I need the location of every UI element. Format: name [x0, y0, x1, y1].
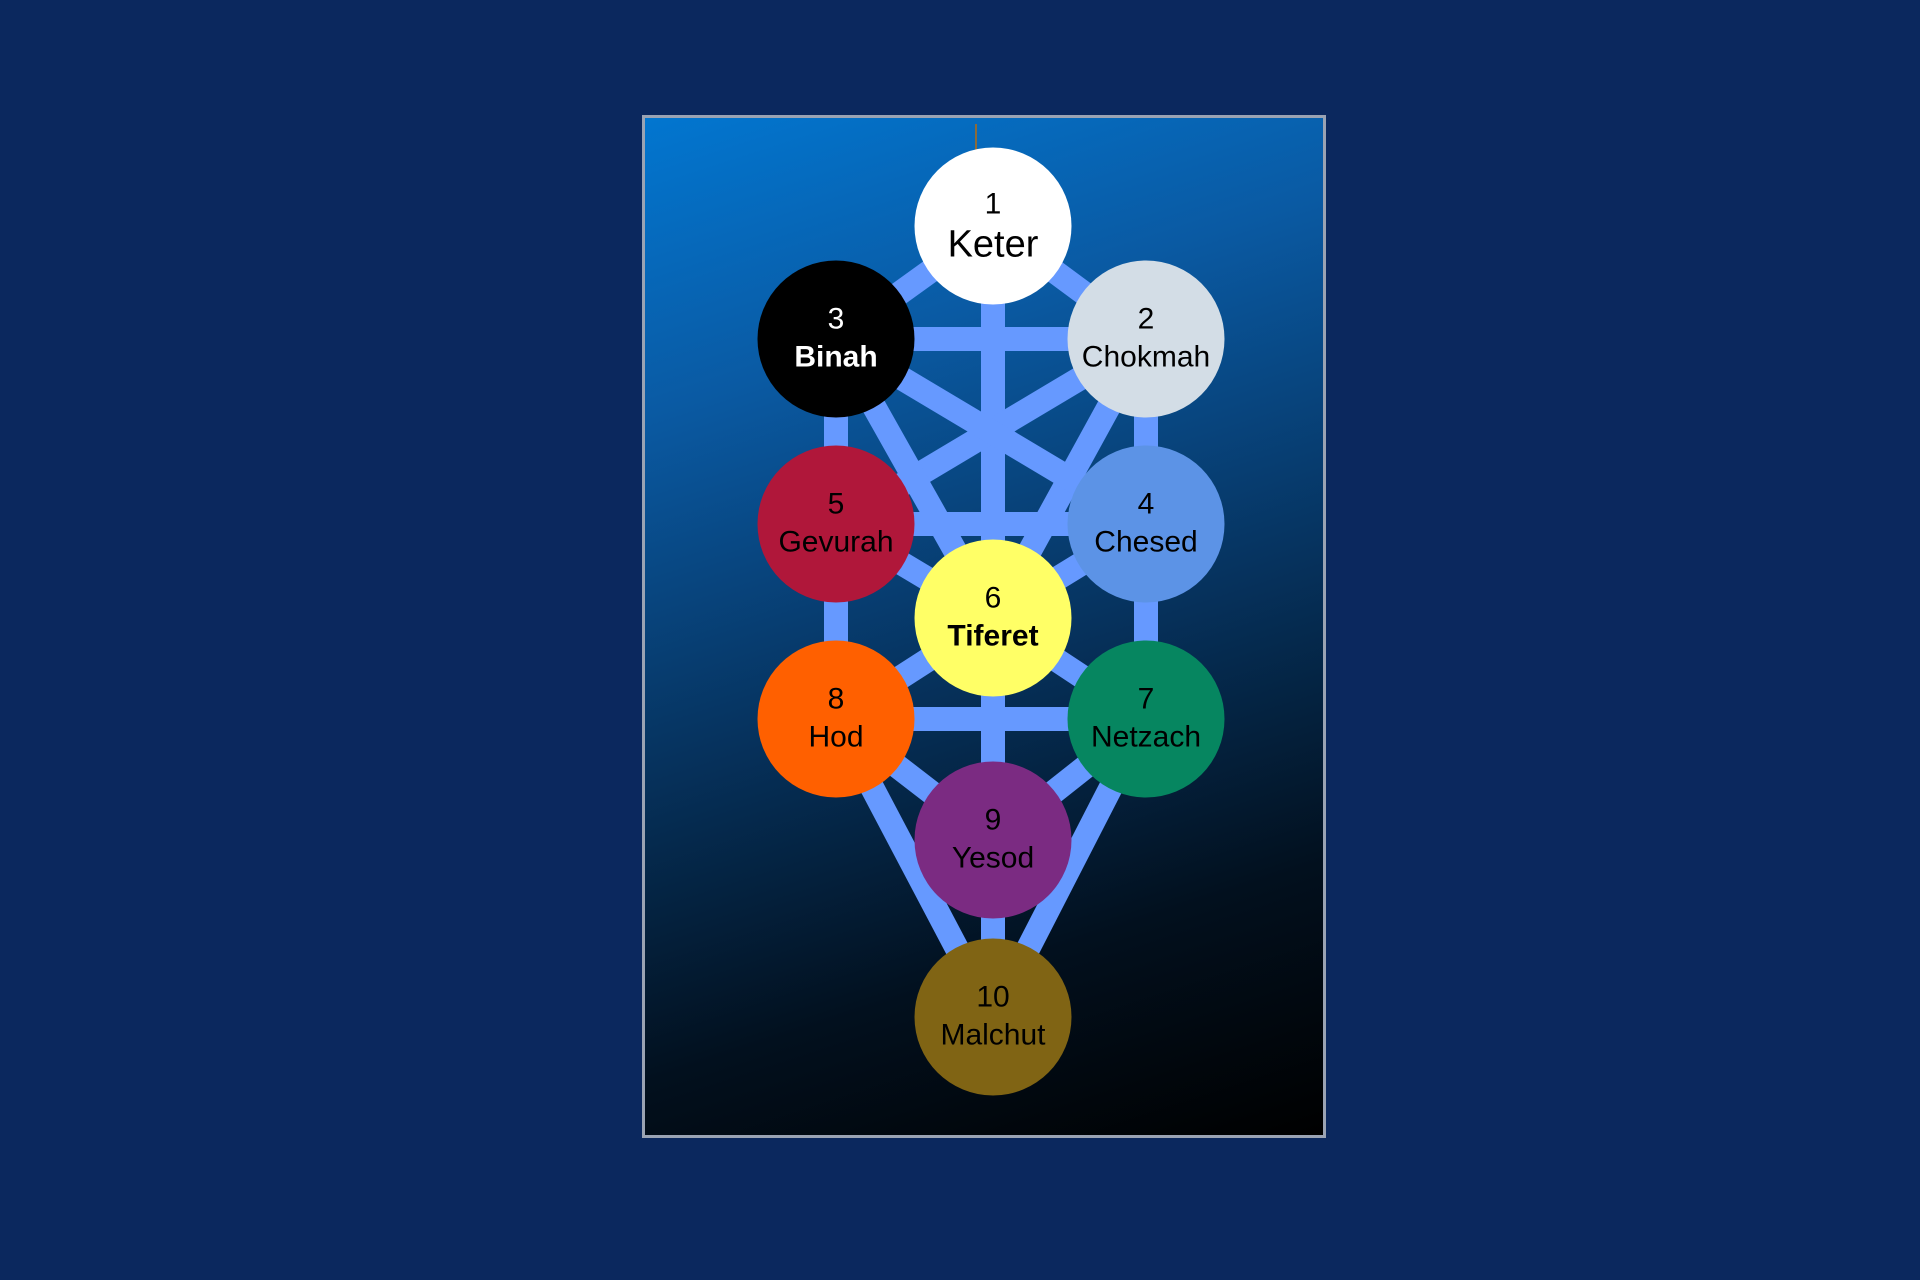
binah-name: Binah	[794, 340, 878, 373]
tiferet-number: 6	[984, 581, 1002, 614]
node-hod: 8 Hod	[757, 640, 915, 798]
yesod-name: Yesod	[951, 841, 1035, 874]
node-gevurah: 5 Gevurah	[757, 445, 915, 603]
gevurah-number: 5	[827, 487, 845, 520]
tree-of-life-panel: 1 Keter 2 Chokmah 3 Binah 4 Chesed 5 Gev…	[642, 115, 1326, 1138]
node-malchut: 10 Malchut	[914, 938, 1072, 1096]
gevurah-name: Gevurah	[778, 525, 894, 558]
node-keter: 1 Keter	[914, 147, 1072, 305]
chesed-number: 4	[1137, 487, 1155, 520]
netzach-name: Netzach	[1090, 720, 1202, 753]
malchut-name: Malchut	[940, 1018, 1046, 1051]
chokmah-name: Chokmah	[1081, 340, 1211, 373]
node-chokmah: 2 Chokmah	[1067, 260, 1225, 418]
node-yesod: 9 Yesod	[914, 761, 1072, 919]
node-netzach: 7 Netzach	[1067, 640, 1225, 798]
keter-name: Keter	[947, 223, 1039, 265]
yesod-number: 9	[984, 803, 1002, 836]
chokmah-number: 2	[1137, 302, 1155, 335]
pointer-tick	[975, 124, 977, 152]
keter-number: 1	[984, 187, 1002, 220]
netzach-number: 7	[1137, 682, 1155, 715]
tiferet-name: Tiferet	[947, 619, 1039, 652]
chesed-name: Chesed	[1094, 525, 1198, 558]
hod-number: 8	[827, 682, 845, 715]
node-tiferet: 6 Tiferet	[914, 539, 1072, 697]
node-binah: 3 Binah	[757, 260, 915, 418]
binah-number: 3	[827, 302, 845, 335]
hod-name: Hod	[808, 720, 864, 753]
node-chesed: 4 Chesed	[1067, 445, 1225, 603]
malchut-number: 10	[976, 980, 1010, 1013]
